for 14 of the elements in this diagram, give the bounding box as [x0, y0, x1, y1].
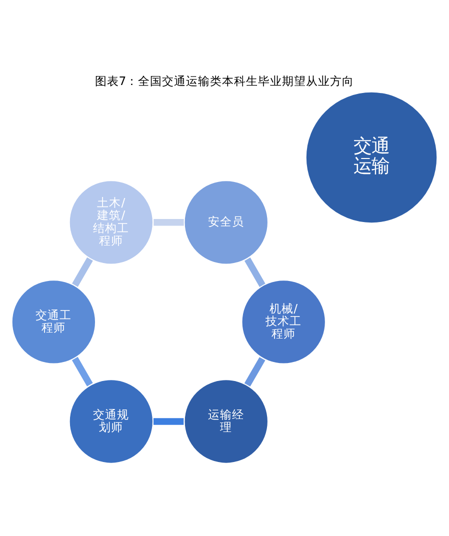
connector	[244, 258, 266, 287]
connector	[153, 418, 184, 425]
connector	[72, 356, 93, 386]
connector	[72, 257, 93, 287]
node-circle: 交通工程师	[10, 278, 97, 365]
node-circle: 土木/建筑/结构工程师	[68, 179, 154, 266]
connector	[244, 357, 266, 387]
node-circle: 机械/技术工程师	[240, 278, 327, 365]
node-circle: 交通运输	[304, 90, 438, 224]
node-circle: 交通规划师	[68, 378, 154, 464]
node-circle: 安全员	[183, 179, 270, 266]
node-circle: 运输经理	[183, 378, 270, 464]
connector	[154, 219, 184, 226]
diagram-title: 图表7：全国交通运输类本科生毕业期望从业方向	[94, 74, 354, 88]
